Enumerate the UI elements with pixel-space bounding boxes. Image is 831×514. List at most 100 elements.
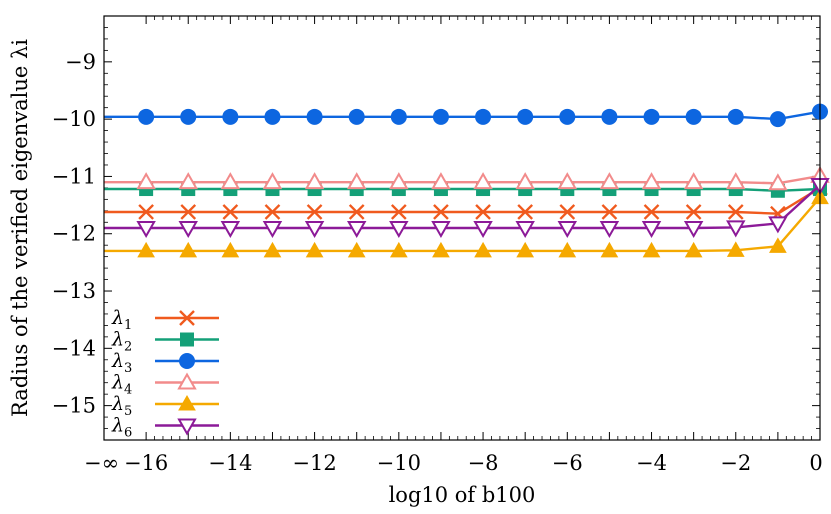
series-3-point	[138, 108, 155, 125]
x-tick-label: −2	[720, 451, 751, 475]
series-5-point	[389, 241, 408, 258]
series-6-point	[262, 221, 283, 239]
series-3-point	[643, 108, 660, 125]
legend-label: λ2	[111, 329, 132, 355]
series-3-point	[180, 108, 197, 125]
series-5-point	[432, 241, 450, 258]
series-4-point	[641, 172, 662, 190]
series-1-point	[601, 204, 618, 220]
series-4-line	[104, 174, 821, 185]
y-axis-label: Radius of the verified eigenvalue λi	[8, 39, 32, 417]
series-1-point	[727, 204, 744, 220]
series-5-line	[104, 196, 821, 253]
y-tick-label: −13	[52, 279, 96, 303]
series-layer	[104, 103, 830, 258]
series-6-point	[136, 221, 156, 239]
legend-marker	[177, 418, 197, 436]
series-5-point	[642, 241, 661, 258]
series-3-point	[769, 111, 786, 128]
series-1-point	[390, 204, 407, 220]
legend-marker	[180, 332, 194, 347]
series-3-point	[601, 108, 618, 125]
series-1-point	[180, 204, 197, 220]
x-tick-label: −4	[636, 451, 667, 475]
y-tick-label: −14	[52, 336, 96, 360]
series-5-point	[516, 241, 535, 258]
series-4-point	[304, 172, 325, 190]
series-1-point	[348, 204, 365, 220]
series-6-point	[641, 221, 662, 239]
series-4	[104, 165, 830, 191]
series-2-line	[104, 187, 821, 193]
series-1-point	[685, 204, 702, 220]
series-5-point	[474, 241, 492, 258]
y-tick-label: −11	[52, 164, 96, 188]
series-5-point	[137, 241, 155, 258]
legend-marker	[177, 372, 197, 390]
series-1	[104, 180, 828, 222]
series-4-point	[389, 172, 409, 190]
series-5-point	[558, 241, 577, 258]
legend-marker	[179, 310, 195, 326]
x-tick-label: −10	[377, 451, 421, 475]
series-6-point	[515, 221, 535, 239]
x-tick-label: −6	[552, 451, 583, 475]
series-3-point	[432, 108, 449, 125]
series-1-point	[517, 204, 534, 220]
series-4-point	[726, 172, 746, 190]
series-4-point	[136, 172, 156, 190]
series-3-point	[685, 108, 702, 125]
x-axis-label: log10 of b100	[389, 483, 536, 507]
series-5-point	[179, 241, 198, 258]
plot-frame	[103, 15, 821, 441]
x-tick-label: −12	[292, 451, 336, 475]
series-4-point	[557, 172, 578, 190]
series-1-point	[433, 204, 449, 220]
legend-label: λ5	[111, 393, 132, 419]
series-6-line	[104, 184, 821, 230]
series-1-point	[475, 204, 491, 220]
series-6	[104, 178, 830, 239]
series-4-point	[768, 173, 788, 191]
series-4-point	[683, 172, 704, 190]
series-6-point	[726, 220, 746, 238]
series-5-point	[684, 241, 703, 258]
series-3-point	[727, 108, 744, 125]
series-4-point	[346, 172, 367, 190]
series-6-point	[389, 221, 409, 239]
series-6-point	[431, 221, 451, 239]
series-3-point	[264, 108, 281, 125]
y-tick-label: −10	[52, 107, 96, 131]
legend-marker	[179, 353, 195, 369]
x-tick-label: 0	[809, 451, 822, 475]
series-6-point	[304, 221, 325, 239]
series-1-point	[264, 204, 281, 220]
x-tick-label: −8	[468, 451, 499, 475]
series-4-point	[599, 172, 620, 190]
series-1-point	[222, 204, 239, 220]
series-5-point	[769, 237, 787, 253]
series-4-point	[515, 172, 535, 190]
series-1-point	[643, 204, 660, 220]
series-3-point	[306, 108, 323, 125]
series-4-point	[262, 172, 283, 190]
series-1-line	[104, 186, 821, 215]
series-4-point	[220, 172, 241, 190]
series-6-point	[683, 221, 704, 239]
series-3	[104, 103, 828, 128]
series-6-point	[473, 221, 493, 239]
series-6-point	[768, 216, 788, 234]
series-4-point	[473, 172, 493, 190]
x-tick-label: −14	[208, 451, 252, 475]
series-6-point	[346, 221, 367, 239]
series-4-point	[431, 172, 451, 190]
series-6-point	[557, 221, 578, 239]
series-6-point	[599, 221, 620, 239]
legend-label: λ1	[111, 307, 132, 333]
series-5-point	[347, 241, 366, 258]
series-3-point	[348, 108, 365, 125]
series-1-point	[306, 204, 323, 220]
series-2	[104, 182, 827, 198]
